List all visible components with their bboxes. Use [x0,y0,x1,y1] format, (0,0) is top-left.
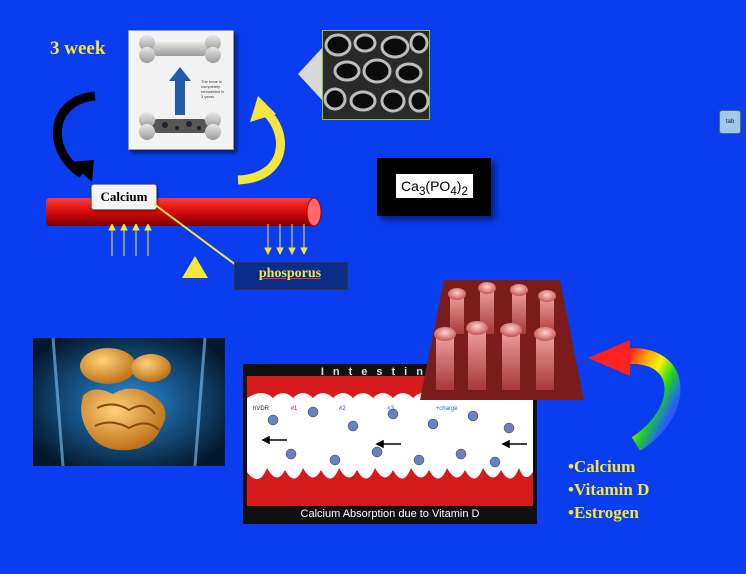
receptor-label: +charge [435,406,458,412]
calcium-label: Calcium [91,184,157,210]
receptor-labels: hVDR #1 #2 #3 +charge [253,406,458,412]
bone-caption-line: 3 years [201,94,215,99]
receptor-label: hVDR [253,406,270,412]
trabecular-bone-micrograph [322,30,430,120]
formula-part: ) [456,178,462,194]
bone-caption-line: remodeled in [201,89,225,94]
black-curved-arrow-icon [52,91,96,182]
bone-remodel-card: The bone is completely remodeled in 3 ye… [128,30,234,150]
bone-illustration [139,35,221,140]
calcium-phosphate-formula: Ca3(PO4)2 [396,174,473,198]
abdomen-anatomy-image [33,338,225,466]
healthy-bone [139,35,221,63]
up-arrows-icon [108,224,152,256]
yellow-curved-arrow-icon [237,96,285,185]
receptor-label: #1 [290,406,298,412]
phosphorus-label: phosporus [258,266,322,281]
tab-button[interactable]: tab [719,110,741,134]
connector-line [153,203,249,275]
bone-caption: The bone is completely remodeled in 3 ye… [201,79,229,99]
formula-subscript: 3 [418,184,426,198]
factor-item: Vitamin D [568,478,649,501]
factor-item: Estrogen [568,501,649,524]
absorption-factors-list: Calcium Vitamin D Estrogen [568,455,649,524]
bone-caption-line: completely [201,84,221,89]
factor-item: Calcium [568,455,649,478]
receptor-label: #3 [387,406,395,412]
formula-subscript: 2 [461,184,468,198]
porous-bone [139,112,221,140]
intestinal-title: Intestinal [320,366,460,378]
receptor-label: #2 [339,406,346,412]
callout-pointer [298,48,322,100]
formula-subscript: 4 [450,184,457,198]
bone-caption-line: The bone is [201,79,222,84]
intestinal-caption: Calcium Absorption due to Vitamin D [300,508,480,520]
down-arrows-icon [264,224,308,256]
phosphorus-label-box [234,262,348,290]
rainbow-curved-arrow-icon [588,340,681,450]
formula-part: (PO [425,178,451,194]
formula-part: Ca [401,178,419,194]
yellow-triangle-icon [182,256,208,278]
up-arrow-icon [169,67,191,115]
intestinal-villi-image [420,280,584,400]
week-label: 3 week [50,38,106,59]
